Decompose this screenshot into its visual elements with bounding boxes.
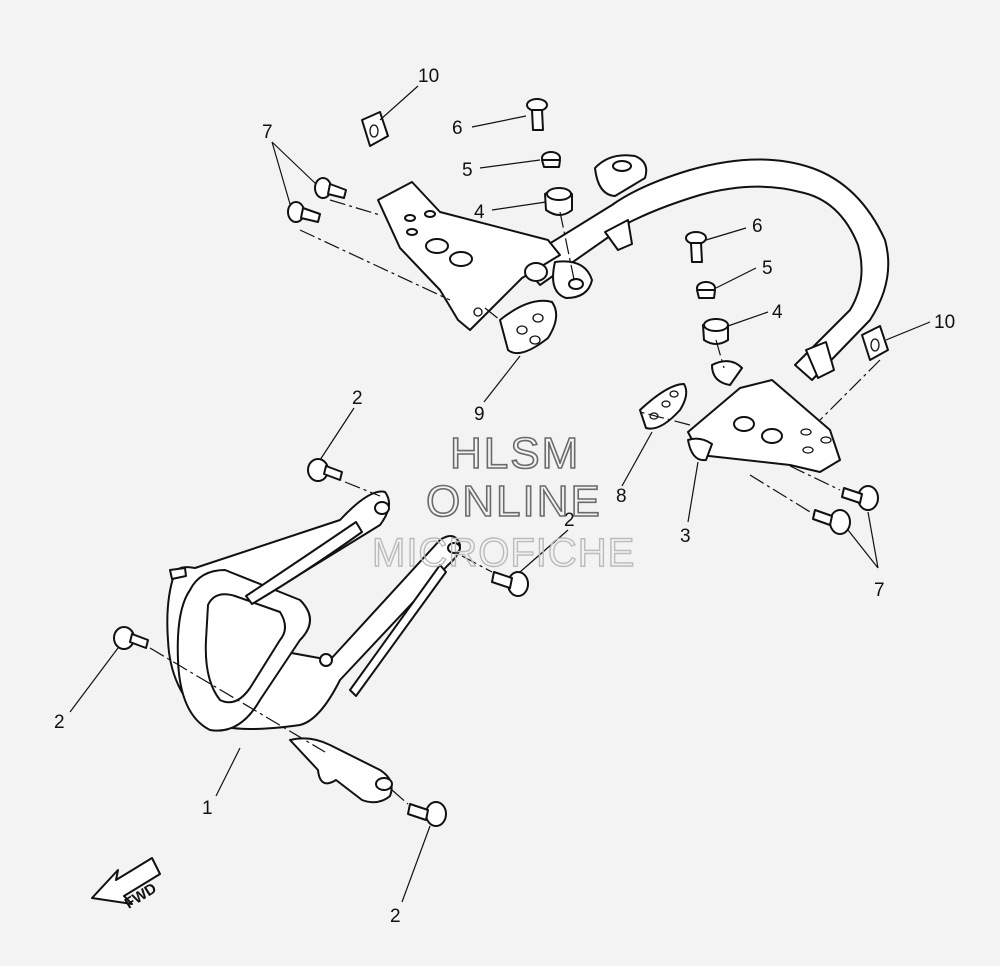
callout-9: 9 [474, 404, 485, 425]
callout-8: 8 [616, 486, 627, 507]
callout-5-right: 5 [762, 258, 773, 279]
callout-5-top: 5 [462, 160, 473, 181]
callout-4-right: 4 [772, 302, 783, 323]
right-bracket-3 [687, 360, 841, 473]
clip-nut-upper [361, 111, 389, 147]
mount-plate-8 [639, 383, 688, 430]
bolts-upper-left [287, 177, 347, 223]
watermark-line3: MICROFICHE [372, 531, 635, 575]
callout-2-bottom: 2 [390, 906, 401, 927]
clip-nut-right [805, 325, 889, 379]
rear-rack-frame [519, 154, 890, 381]
leader-lines [69, 85, 931, 903]
callout-3: 3 [680, 526, 691, 547]
upper-left-bracket [377, 181, 593, 331]
callout-6-right: 6 [752, 216, 763, 237]
fwd-arrow-icon: FWD [91, 857, 161, 912]
callout-6-top: 6 [452, 118, 463, 139]
callout-10-top: 10 [418, 66, 439, 87]
callout-7-bottom: 7 [874, 580, 885, 601]
mount-plate-9 [499, 299, 558, 354]
callout-7-top: 7 [262, 122, 273, 143]
callout-2-mid: 2 [564, 510, 575, 531]
watermark-line1: HLSM [450, 429, 580, 478]
bolts-2 [113, 458, 529, 827]
bolt-collar-damper-stack-top [526, 98, 573, 216]
callout-4-top: 4 [474, 202, 485, 223]
front-guard-1 [166, 490, 461, 804]
alignment-lines [149, 199, 881, 805]
callout-10-right: 10 [934, 312, 955, 333]
callout-2-top: 2 [352, 388, 363, 409]
bolt-collar-damper-stack-right [685, 231, 729, 345]
callout-2-left: 2 [54, 712, 65, 733]
bolts-lower-right [812, 485, 879, 535]
callout-1: 1 [202, 798, 213, 819]
watermark-line2: ONLINE [426, 477, 602, 526]
